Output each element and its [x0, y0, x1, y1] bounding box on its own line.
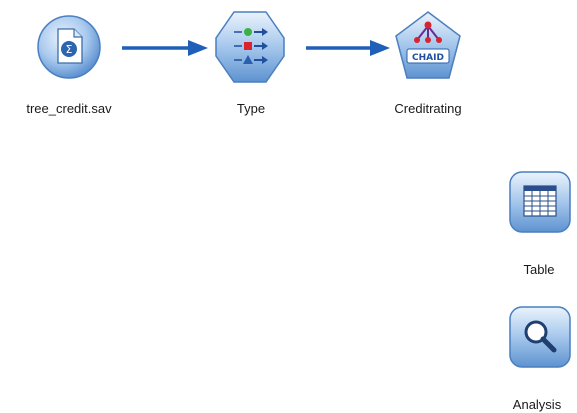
table-node-label: Table: [523, 262, 555, 277]
svg-text:Σ: Σ: [66, 43, 73, 56]
connection-arrow-1: [122, 40, 208, 56]
chaid-badge: CHAID: [412, 53, 444, 63]
analysis-output-node[interactable]: [508, 305, 572, 369]
type-node[interactable]: [214, 10, 286, 84]
analysis-node-label: Analysis: [512, 397, 562, 412]
chaid-model-icon: CHAID: [395, 11, 461, 79]
type-node-label: Type: [236, 101, 266, 116]
statistics-file-source-icon: Σ: [37, 15, 101, 79]
table-output-icon: [509, 171, 571, 233]
type-node-icon: [215, 11, 285, 83]
table-output-node[interactable]: [508, 170, 572, 234]
analysis-output-icon: [509, 306, 571, 368]
chaid-model-node[interactable]: CHAID: [393, 10, 463, 82]
source-node-label: tree_credit.sav: [26, 101, 112, 116]
connection-arrow-2: [306, 40, 390, 56]
source-node-tree-credit[interactable]: Σ: [34, 12, 104, 82]
chaid-node-label: Creditrating: [394, 101, 462, 116]
